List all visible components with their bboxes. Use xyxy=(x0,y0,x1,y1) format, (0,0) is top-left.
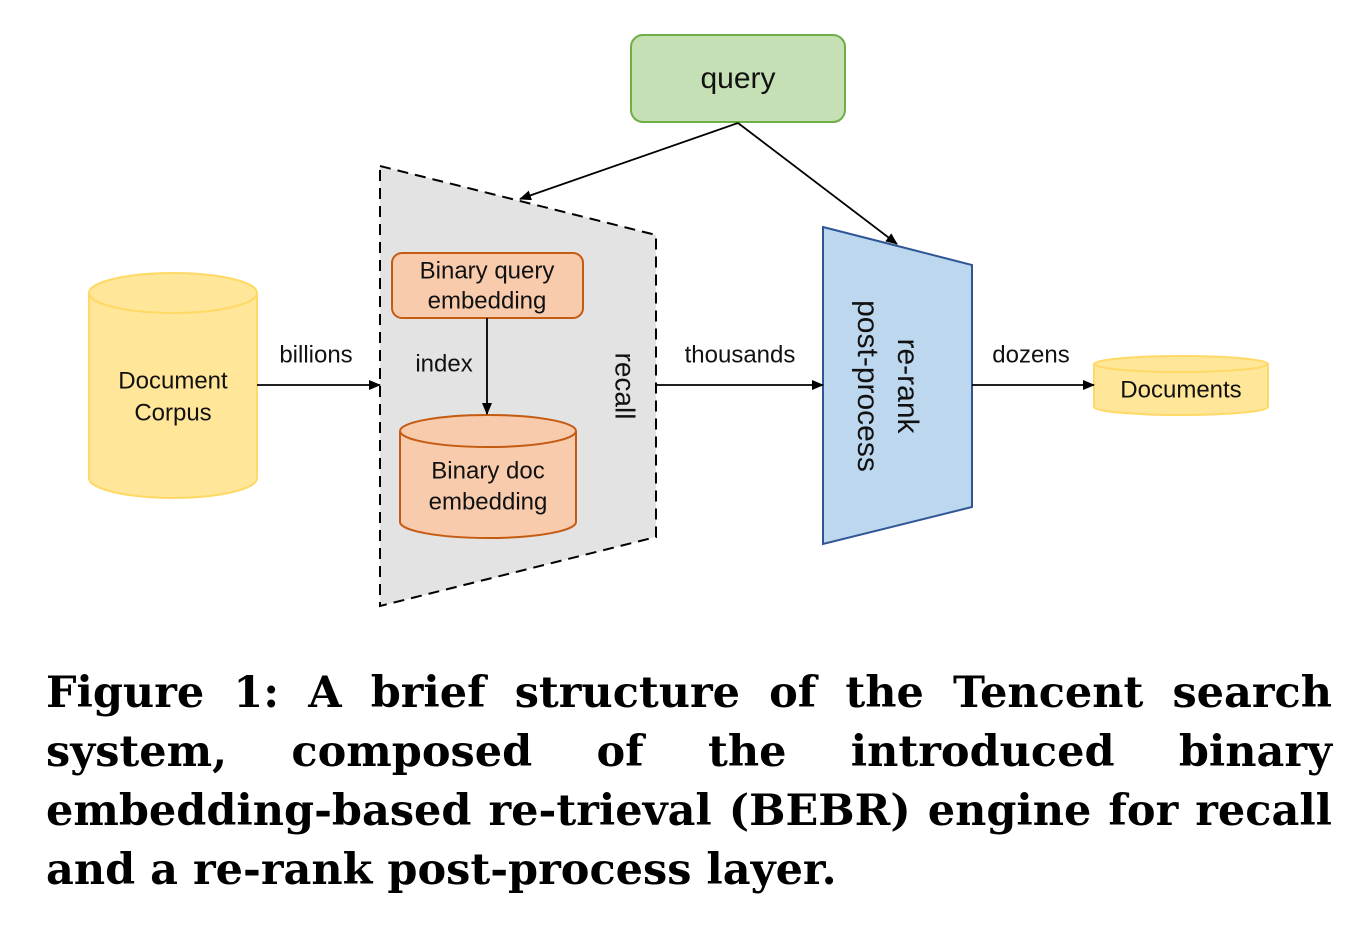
corpus-label-line2: Corpus xyxy=(134,399,211,426)
documents-top xyxy=(1093,355,1269,373)
index-label: index xyxy=(415,350,472,377)
documents-cylinder: Documents xyxy=(1093,355,1269,416)
binary-doc-embedding-cylinder: Binary doc embedding xyxy=(399,414,577,539)
query-box xyxy=(630,34,846,123)
arrow-query-to-recall xyxy=(519,122,739,201)
binary-query-line1: Binary query xyxy=(420,257,555,284)
documents-label: Documents xyxy=(1120,376,1241,403)
document-corpus-cylinder: Document Corpus xyxy=(88,272,258,499)
dozens-label: dozens xyxy=(992,341,1069,368)
system-diagram: recall query Document Corpus Binary quer… xyxy=(88,34,1269,608)
corpus-label-line1: Document xyxy=(118,367,228,394)
binary-query-embedding-node: Binary query embedding xyxy=(391,252,584,319)
binary-query-line2: embedding xyxy=(428,287,547,314)
corpus-body xyxy=(88,293,258,499)
recall-label: recall xyxy=(610,353,641,420)
rerank-line2: post-process xyxy=(851,300,884,472)
binary-doc-top xyxy=(399,414,577,448)
figure-caption: Figure 1: A brief structure of the Tence… xyxy=(46,668,1332,895)
thousands-label: thousands xyxy=(685,341,796,368)
query-node: query xyxy=(630,34,846,123)
rerank-trapezoid xyxy=(822,225,973,546)
binary-doc-body xyxy=(399,431,577,539)
binary-doc-line2: embedding xyxy=(429,488,548,515)
billions-label: billions xyxy=(279,341,352,368)
binary-doc-line1: Binary doc xyxy=(431,457,544,484)
rerank-stage: re-rank post-process xyxy=(822,225,973,546)
query-label: query xyxy=(700,62,775,95)
corpus-top xyxy=(88,272,258,314)
recall-stage: recall xyxy=(379,164,657,608)
rerank-line1: re-rank xyxy=(891,338,924,434)
arrow-query-to-rerank xyxy=(737,122,898,245)
documents-body xyxy=(1093,364,1269,416)
